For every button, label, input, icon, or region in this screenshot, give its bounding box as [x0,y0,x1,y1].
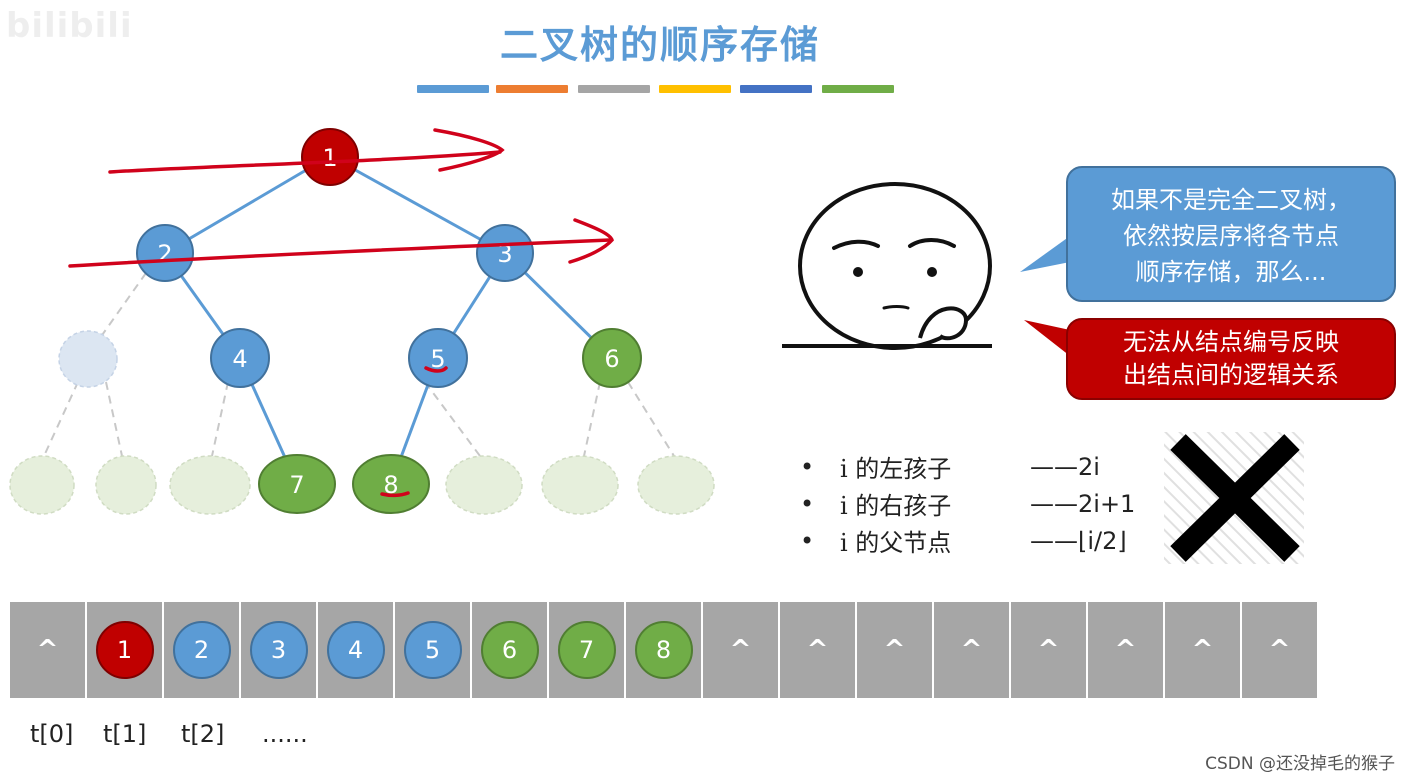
answer-line-2: 出结点间的逻辑关系 [1123,361,1339,389]
index-label-1: t[1] [103,720,147,748]
ghost-edges [43,272,675,457]
relation-formula: ——⌊i/2⌋ [1030,526,1127,555]
index-label-2: t[2] [181,720,225,748]
array-cell-2: 2 [164,602,239,698]
array-node: 6 [480,621,539,679]
index-label-0: t[0] [30,720,74,748]
tree-node-5-label: 5 [430,345,445,373]
empty-marker: ^ [1114,635,1137,665]
tree-node-8-label: 8 [383,471,398,499]
empty-marker: ^ [729,635,752,665]
bullet-icon: • [800,526,815,555]
array-node: 7 [557,621,616,679]
tree-node-4-label: 4 [232,345,247,373]
empty-marker: ^ [960,635,983,665]
empty-marker: ^ [1268,635,1291,665]
array-cell-7: 7 [549,602,624,698]
relation-formula: ——2i+1 [1030,489,1136,518]
array-cell-13: ^ [1011,602,1086,698]
array-cell-0: ^ [10,602,85,698]
color-bar-4 [659,85,731,93]
tree-node-3-label: 3 [497,240,512,268]
tree-node-3 [476,224,534,282]
csdn-watermark: CSDN @还没掉毛的猴子 [1205,754,1395,774]
empty-marker: ^ [36,635,59,665]
tree-node-7-label: 7 [289,471,304,499]
tree-node-7 [258,454,336,514]
answer-bubble: 无法从结点编号反映 出结点间的逻辑关系 [1066,318,1396,400]
array-cell-9: ^ [703,602,778,698]
ghost-node [58,330,118,388]
tree-node-4 [210,328,270,388]
bubble-red-tail [1024,320,1070,356]
answer-line-1: 无法从结点编号反映 [1123,328,1339,356]
array-cell-4: 4 [318,602,393,698]
tree-edges [163,154,614,485]
array-cell-15: ^ [1165,602,1240,698]
relation-label: i 的左孩子 [840,455,952,483]
relation-label: i 的父节点 [840,529,952,557]
array-cell-5: 5 [395,602,470,698]
array-node: 2 [172,621,231,679]
empty-marker: ^ [1191,635,1214,665]
array-cell-6: 6 [472,602,547,698]
storage-array: ^ 1 2 3 4 5 6 7 8 ^ ^ ^ ^ ^ ^ ^ ^ [10,602,1319,698]
index-ellipsis: ...... [262,720,308,748]
array-cell-12: ^ [934,602,1009,698]
array-cell-14: ^ [1088,602,1163,698]
array-node: 1 [95,621,154,679]
ghost-node [541,455,619,515]
bubble-line-3: 顺序存储，那么... [1135,258,1327,286]
ghost-node [637,455,715,515]
ghost-node [95,455,157,515]
thinking-face-sticker [782,182,992,350]
tree-node-6 [582,328,642,388]
color-bar-5 [740,85,812,93]
page-title: 二叉树的顺序存储 [499,23,820,67]
bilibili-watermark: bilibili [6,6,133,46]
array-cell-8: 8 [626,602,701,698]
list-item: • i 的右孩子 ——2i+1 [800,485,1135,522]
list-item: • i 的左孩子 ——2i [800,448,1135,485]
relation-formula: ——2i [1030,452,1100,481]
bubble-line-1: 如果不是完全二叉树， [1111,186,1351,214]
array-node: 4 [326,621,385,679]
tree-node-5 [408,328,468,388]
array-cell-16: ^ [1242,602,1317,698]
tree-node-2-label: 2 [157,240,172,268]
array-cell-3: 3 [241,602,316,698]
color-bar-3 [578,85,650,93]
list-item: • i 的父节点 ——⌊i/2⌋ [800,522,1135,559]
ghost-node [169,455,251,515]
array-node: 5 [403,621,462,679]
tree-node-2 [136,224,194,282]
bubble-blue-tail [1020,236,1070,272]
empty-marker: ^ [1037,635,1060,665]
cross-icon [1164,432,1304,564]
bubble-line-2: 依然按层序将各节点 [1123,222,1339,250]
array-cell-10: ^ [780,602,855,698]
color-bar-6 [822,85,894,93]
color-bar-1 [417,85,489,93]
tree-node-6-label: 6 [604,345,619,373]
array-cell-1: 1 [87,602,162,698]
question-bubble: 如果不是完全二叉树， 依然按层序将各节点 顺序存储，那么... [1066,166,1396,302]
tree-node-8 [352,454,430,514]
array-node: 8 [634,621,693,679]
array-node: 3 [249,621,308,679]
color-bar-2 [496,85,568,93]
bullet-icon: • [800,489,815,518]
ghost-node [9,455,75,515]
ghost-node [445,455,523,515]
bullet-icon: • [800,452,815,481]
empty-marker: ^ [883,635,906,665]
relation-list: • i 的左孩子 ——2i • i 的右孩子 ——2i+1 • i 的父节点 —… [800,448,1135,559]
array-cell-11: ^ [857,602,932,698]
empty-marker: ^ [806,635,829,665]
tree-node-1 [301,128,359,186]
relation-label: i 的右孩子 [840,492,952,520]
tree-node-1-label: 1 [322,144,337,172]
